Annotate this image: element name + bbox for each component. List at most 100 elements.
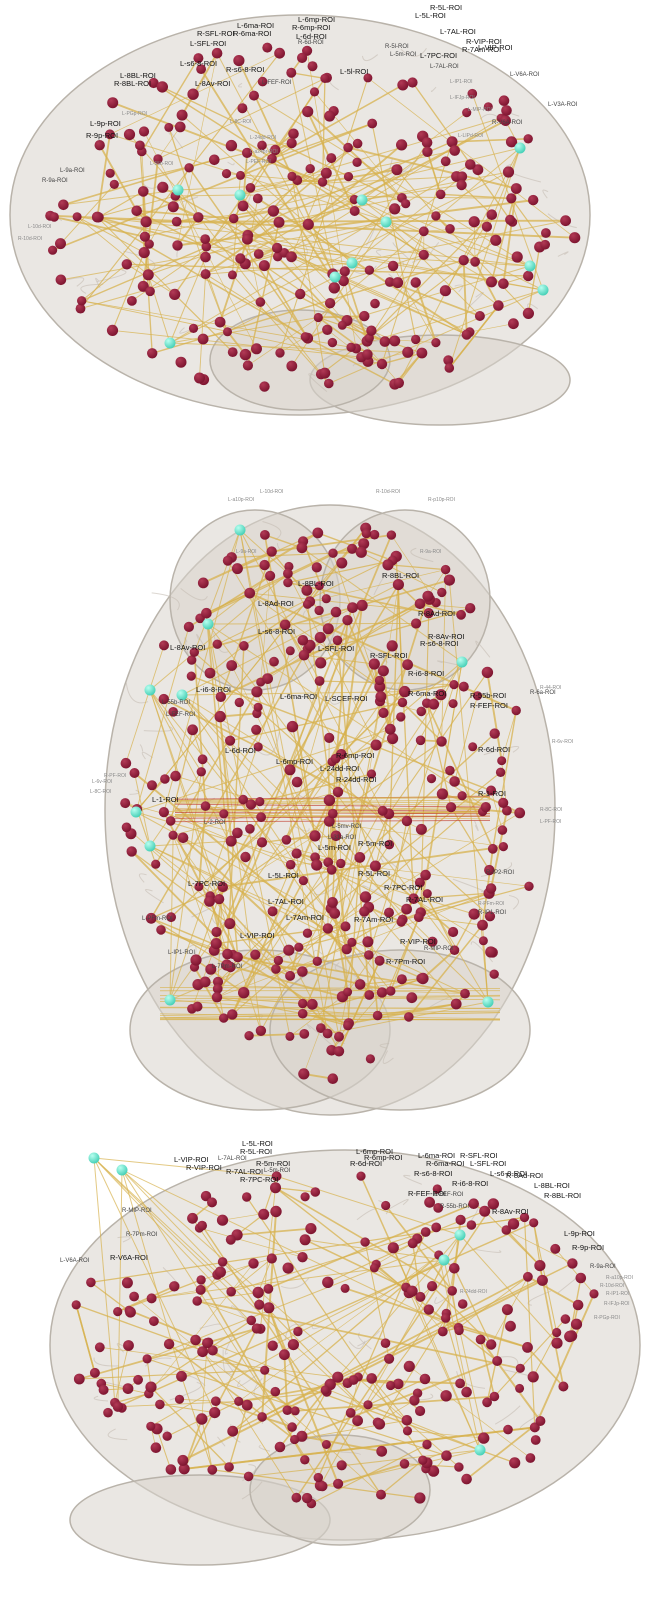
connection-edge	[54, 216, 146, 238]
roi-label: L-5m-ROI	[318, 843, 351, 852]
hub-edge	[448, 147, 521, 369]
roi-nodes	[120, 522, 534, 1084]
roi-node	[241, 1399, 253, 1411]
roi-node	[281, 835, 292, 845]
roi-node	[175, 356, 187, 368]
hub-edge	[93, 1157, 116, 1403]
roi-node	[389, 335, 401, 347]
roi-node	[232, 827, 243, 839]
roi-node	[255, 1025, 267, 1036]
roi-node	[242, 1192, 252, 1202]
roi-node	[392, 579, 404, 591]
hub-edge	[328, 289, 544, 384]
roi-node	[300, 1192, 310, 1202]
connection-edge	[484, 1210, 541, 1266]
roi-node	[258, 260, 270, 272]
sulcus	[62, 277, 85, 287]
sulcus	[542, 189, 549, 199]
sulcus	[410, 547, 434, 563]
roi-node	[396, 139, 408, 151]
hub-edge	[169, 316, 319, 344]
connection-edge	[188, 167, 309, 339]
roi-node	[188, 323, 199, 333]
roi-label: L-24dd-ROI	[320, 764, 360, 773]
roi-node	[458, 681, 469, 692]
roi-node	[302, 599, 313, 609]
hub-edge	[207, 623, 262, 1031]
roi-label: R-6a-ROI	[530, 690, 556, 696]
connection-edge	[264, 534, 316, 836]
hub-node	[130, 806, 142, 818]
roi-node	[320, 167, 332, 179]
connection-edge	[479, 1339, 496, 1397]
roi-node	[209, 154, 220, 166]
roi-node	[212, 983, 223, 994]
roi-node	[105, 168, 115, 178]
roi-node	[511, 705, 521, 716]
roi-node	[225, 139, 238, 152]
roi-node	[519, 1212, 530, 1223]
roi-label: L-24dd-ROI	[250, 135, 277, 141]
connection-edge	[295, 1203, 494, 1499]
roi-node	[426, 774, 437, 784]
roi-node	[508, 318, 519, 330]
roi-node	[558, 1381, 569, 1392]
connection-edge	[247, 317, 319, 366]
roi-node	[374, 1418, 386, 1430]
roi-node	[125, 1306, 136, 1318]
roi-label: L-1-ROI	[152, 795, 179, 804]
roi-node	[153, 154, 163, 164]
roi-label: R-55b-ROI	[470, 691, 507, 700]
roi-node	[288, 128, 299, 140]
roi-node	[225, 961, 236, 973]
roi-node	[216, 1214, 229, 1226]
roi-label: L-10d-ROI	[28, 224, 52, 230]
connection-edge	[291, 176, 326, 374]
hub-edge	[147, 274, 171, 344]
roi-node	[212, 639, 222, 649]
roi-node	[485, 946, 497, 958]
roi-label: L-VIP-ROI	[478, 43, 513, 52]
connection-edge	[286, 607, 353, 840]
roi-node	[258, 1208, 270, 1220]
hub-edge	[144, 147, 521, 238]
roi-node	[364, 950, 374, 960]
roi-node	[478, 1432, 490, 1444]
connection-edge	[396, 169, 437, 217]
roi-node	[225, 1234, 236, 1245]
roi-node	[267, 153, 277, 164]
roi-label: R-8BL-ROI	[544, 1191, 582, 1200]
connection-edge	[183, 1328, 258, 1470]
roi-node	[271, 242, 283, 254]
roi-node	[270, 1386, 281, 1397]
sulcus	[180, 587, 208, 601]
connection-edge	[257, 1258, 273, 1293]
roi-node	[309, 830, 321, 842]
roi-label: L-LIPd-ROI	[458, 133, 484, 139]
sulcus	[557, 251, 569, 257]
roi-node	[252, 1286, 264, 1299]
roi-node	[323, 815, 335, 827]
roi-node	[422, 590, 434, 602]
connection-edge	[215, 1400, 293, 1428]
roi-node	[328, 282, 340, 294]
brain-network-svg	[104, 504, 556, 1116]
hub-edge	[76, 216, 353, 264]
roi-node	[407, 1238, 418, 1249]
roi-node	[252, 193, 263, 204]
roi-label: L-s6-8-ROI	[490, 1169, 528, 1178]
roi-label: L-7PC-ROI	[188, 879, 226, 888]
sulcus	[151, 592, 180, 611]
connection-edge	[331, 595, 429, 903]
roi-label: R-PGp-ROI	[594, 1315, 620, 1321]
roi-node	[227, 1425, 239, 1437]
roi-node	[160, 774, 170, 784]
roi-node	[564, 1330, 576, 1343]
hub-edge	[322, 1449, 481, 1487]
roi-node	[363, 73, 373, 83]
roi-node	[287, 1422, 297, 1432]
roi-node	[378, 707, 389, 718]
connection-edge	[395, 556, 415, 899]
connection-edge	[148, 1263, 254, 1394]
connection-edge	[289, 680, 320, 770]
